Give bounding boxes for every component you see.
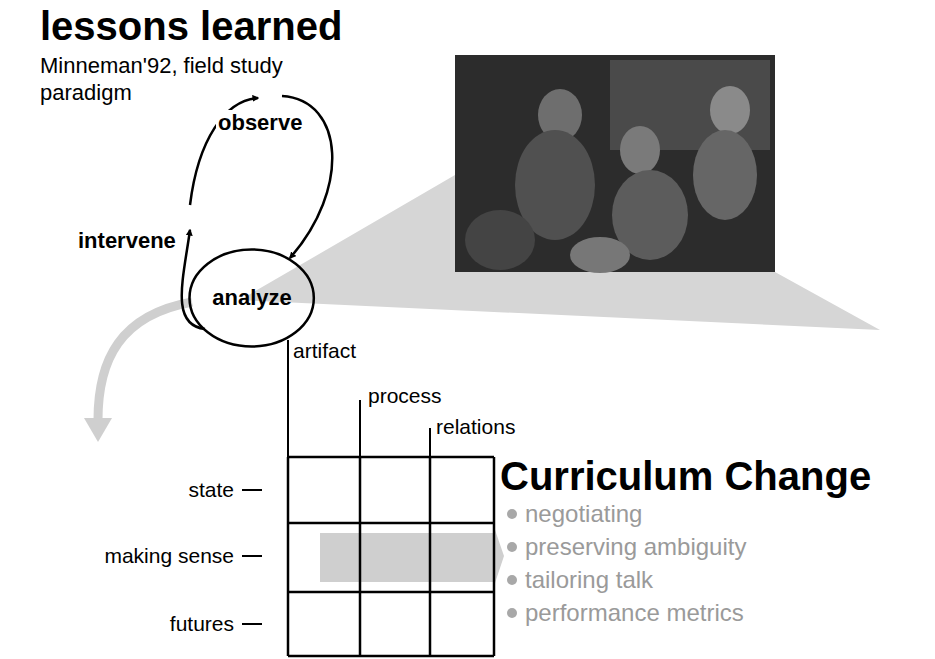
column-label: artifact (293, 338, 356, 363)
tick-line (242, 489, 262, 491)
section-heading: Curriculum Change (500, 452, 871, 500)
photo-figure (620, 126, 660, 174)
grid-line (287, 457, 290, 656)
tick-line (359, 400, 361, 457)
circle-outline (190, 250, 314, 347)
highlight-band (320, 527, 504, 586)
bullet-dot (507, 608, 517, 618)
zoom-arrow (98, 302, 192, 420)
photo (455, 55, 775, 273)
bullet-dot (507, 509, 517, 519)
bullet-item: negotiating (525, 500, 642, 529)
photo-figure (710, 86, 750, 134)
photo-figure (693, 130, 757, 220)
tick-line (429, 428, 431, 457)
analysis-circle: analyze (188, 248, 315, 348)
zoom-arrow-head (84, 418, 112, 442)
row-label: futures (0, 611, 234, 636)
grid-line (359, 457, 362, 656)
row-label: state (0, 477, 234, 502)
subtitle: Minneman'92, field study paradigm (40, 52, 315, 106)
grid-line (493, 457, 496, 656)
grid-line (288, 522, 494, 525)
bullet-item: performance metrics (525, 599, 744, 628)
photo-table (570, 237, 630, 273)
grid-line (288, 655, 494, 658)
bullet-item: preserving ambiguity (525, 533, 746, 562)
tick-line (242, 623, 262, 625)
grid-line (429, 457, 432, 656)
grid-line (288, 591, 494, 594)
title: lessons learned (40, 2, 342, 50)
tick-line (287, 340, 289, 457)
bullet-dot (507, 542, 517, 552)
photo-figure (465, 210, 535, 270)
bullet-dot (507, 575, 517, 585)
node-label: analyze (212, 285, 292, 311)
cycle-label: observe (216, 110, 304, 136)
column-label: relations (436, 414, 515, 439)
photo-ground (455, 55, 775, 272)
grid-line (288, 456, 494, 459)
bullet-dots (507, 509, 517, 618)
row-ticks (242, 490, 262, 624)
bullet-item: tailoring talk (525, 566, 653, 595)
row-label: making sense (0, 543, 234, 568)
matrix-grid (288, 457, 494, 656)
cycle-label: intervene (76, 228, 178, 254)
column-label: process (368, 383, 442, 408)
tick-line (242, 555, 262, 557)
